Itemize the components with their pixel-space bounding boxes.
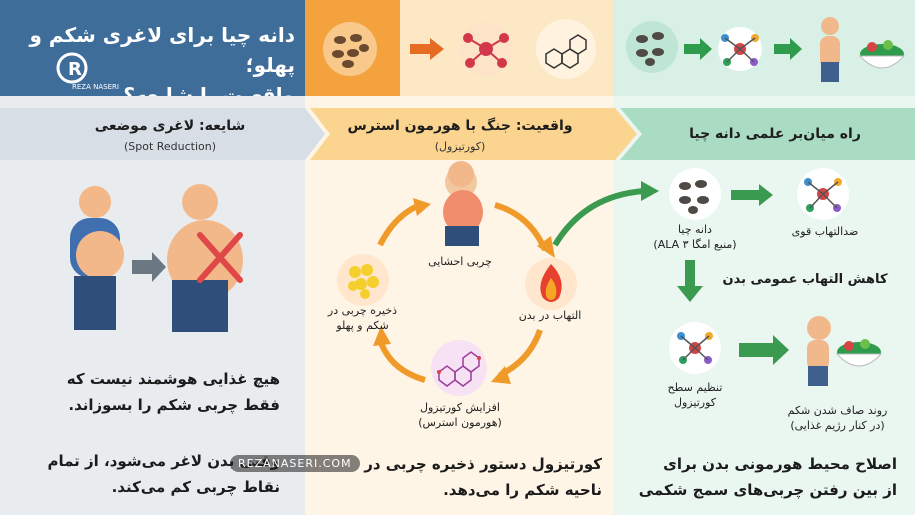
flat-belly-icon (807, 316, 831, 386)
ribbon-reality (310, 108, 637, 160)
ribbon-solution (620, 108, 915, 160)
header-right-icons (626, 17, 906, 82)
anti-inflammatory-molecule-icon (797, 168, 849, 220)
molecule-icon (459, 22, 513, 76)
header-middle-icons (323, 19, 596, 79)
visceral-fat-label: چربی احشایی (428, 255, 492, 268)
chia-seeds-icon (323, 22, 377, 76)
myth-text-line-1: هیچ غذایی هوشمند نیست که (66, 370, 280, 388)
cortisol-regulation-icon (669, 322, 721, 374)
cortisol-increase-line-1: افزایش کورتیزول (419, 401, 500, 414)
steroid-hormone-icon (536, 19, 596, 79)
brand-name: REZA NASERI (72, 83, 119, 91)
title-line-1: دانه چیا برای لاغری شکم و پهلو؛ (29, 23, 295, 77)
cycle-arrow-2 (498, 328, 543, 378)
myth-explanation: هیچ غذایی هوشمند نیست که فقط چربی شکم را… (20, 366, 280, 418)
anti-inflammatory-label: ضدالتهاب قوی (791, 225, 859, 238)
chia-seed-line-1: دانه چیا (678, 223, 712, 236)
myth-text-line-3: وقتی بدن لاغر می‌شود، از تمام (47, 452, 280, 470)
chia-seed-line-2: (منبع امگا ۳ ALA) (653, 238, 737, 251)
arrow-right-icon (739, 335, 789, 365)
svg-text:R: R (68, 59, 82, 80)
ribbon-myth (0, 108, 325, 160)
reality-subheading: (کورتیزول) (434, 140, 486, 153)
cortisol-increase-label: افزایش کورتیزول (هورمون استرس) (405, 400, 515, 430)
fat-storage-label: ذخیره چربی در شکم و پهلو (315, 303, 410, 333)
solution-text-line-1: اصلاح محیط هورمونی بدن برای (663, 455, 897, 473)
transition-arrow (552, 181, 659, 247)
watermark: REZANASERI.COM (230, 455, 360, 472)
fat-storage-line-1: ذخیره چربی در (327, 304, 398, 317)
inflammation-fire-icon (525, 258, 577, 310)
stress-cycle-diagram (337, 161, 577, 396)
reality-text-line-2: ناحیه شکم را می‌دهد. (443, 481, 602, 499)
myth-explanation-2: وقتی بدن لاغر می‌شود، از تمام نقاط چربی … (20, 448, 280, 500)
myth-text-line-4: نقاط چربی کم می‌کند. (111, 478, 280, 496)
chia-seeds-icon (626, 21, 678, 73)
brand-logo: R REZA NASERI (50, 50, 119, 92)
header-band-left (0, 0, 305, 96)
reduce-inflammation-label: کاهش التهاب عمومی بدن (722, 272, 888, 287)
logo-icon: R (56, 52, 88, 84)
section-ribbons (0, 108, 915, 160)
molecule-icon (718, 27, 762, 71)
fat-storage-line-2: شکم و پهلو (336, 319, 389, 332)
column-myth (0, 96, 305, 515)
visceral-fat-icon (443, 161, 483, 246)
solution-flow-diagram (669, 168, 883, 386)
result-line-2: (در کنار رژیم غذایی) (790, 419, 885, 432)
spot-reduction-illustration (70, 184, 243, 332)
arrow-right-icon (731, 184, 773, 206)
reality-text-line-1: کورتیزول دستور ذخیره چربی در (364, 455, 602, 473)
reality-explanation: کورتیزول دستور ذخیره چربی در ناحیه شکم ر… (330, 451, 602, 503)
arrow-right-icon (774, 38, 802, 60)
cortisol-regulation-line-1: تنظیم سطح (667, 381, 723, 394)
person-belly-icon (70, 186, 124, 330)
myth-subheading: (Spot Reduction) (123, 140, 217, 153)
cycle-arrow-4 (377, 202, 422, 247)
red-cross-icon (197, 232, 243, 283)
myth-heading: شایعه: لاغری موضعی (94, 118, 246, 134)
arrow-right-icon (410, 38, 444, 60)
arrow-down-icon (677, 260, 703, 302)
curved-arrow-icon (552, 188, 646, 247)
column-solution (613, 96, 915, 515)
result-line-1: روند صاف شدن شکم (787, 404, 888, 417)
inflammation-label: التهاب در بدن (518, 309, 582, 322)
cortisol-regulation-label: تنظیم سطح کورتیزول (645, 380, 745, 410)
person-slim-icon (820, 17, 840, 82)
person-belly-icon (167, 184, 243, 332)
fat-storage-icon (337, 254, 389, 306)
cortisol-molecule-icon (431, 340, 487, 396)
salad-bowl-icon (858, 40, 906, 69)
cortisol-regulation-line-2: کورتیزول (674, 396, 716, 409)
chia-seeds-icon (669, 168, 721, 220)
result-label: روند صاف شدن شکم (در کنار رژیم غذایی) (775, 403, 900, 433)
arrow-right-icon (132, 252, 166, 282)
myth-text-line-2: فقط چربی شکم را بسوزاند. (68, 396, 280, 414)
cycle-arrow-3 (377, 338, 426, 383)
chia-seed-label: دانه چیا (منبع امگا ۳ ALA) (645, 222, 745, 252)
arrow-right-icon (684, 38, 712, 60)
cortisol-increase-line-2: (هورمون استرس) (418, 416, 502, 429)
salad-bowl-icon (835, 339, 883, 367)
cycle-arrow-1 (494, 202, 548, 252)
reality-heading: واقعیت: جنگ با هورمون استرس (347, 118, 573, 134)
solution-explanation: اصلاح محیط هورمونی بدن برای از بین رفتن … (625, 451, 897, 503)
solution-heading: راه میان‌بر علمی دانه چیا (689, 126, 861, 142)
solution-text-line-2: از بین رفتن چربی‌های سمج شکمی (638, 481, 897, 499)
